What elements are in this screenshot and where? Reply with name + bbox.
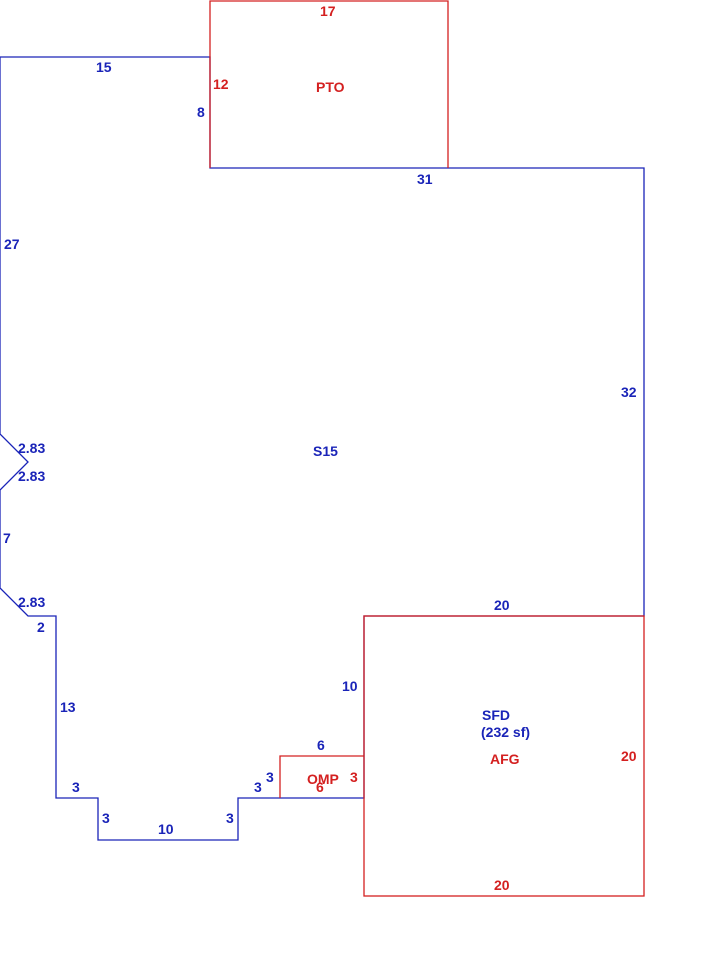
- main-area-size: (232 sf): [481, 724, 530, 740]
- dimension-label: 6: [316, 779, 324, 795]
- dimension-label: 32: [621, 384, 637, 400]
- dimension-label: 31: [417, 171, 433, 187]
- dimension-label: 7: [3, 530, 11, 546]
- dimension-label: 20: [621, 748, 637, 764]
- porch-outline: [279, 755, 364, 798]
- dimension-label: 6: [317, 737, 325, 753]
- dimension-label: 2.83: [18, 594, 45, 610]
- patio-code: PTO: [316, 79, 345, 95]
- dimension-label: 3: [226, 810, 234, 826]
- dimension-label: 3: [350, 769, 358, 785]
- porch-code: OMP: [307, 771, 339, 787]
- garage-code: AFG: [490, 751, 520, 767]
- dimension-label: 15: [96, 59, 112, 75]
- dimension-label: 10: [342, 678, 358, 694]
- dimension-label: 17: [320, 3, 336, 19]
- dimension-label: 2.83: [18, 440, 45, 456]
- dimension-label: 20: [494, 877, 510, 893]
- dimension-label: 8: [197, 104, 205, 120]
- dimension-label: 2: [37, 619, 45, 635]
- dimension-label: 3: [102, 810, 110, 826]
- patio-outline: [209, 0, 449, 168]
- main-area-name: SFD: [482, 707, 510, 723]
- dimension-label: 13: [60, 699, 76, 715]
- dimension-label: 10: [158, 821, 174, 837]
- dimension-label: 20: [494, 597, 510, 613]
- dimension-label: 27: [4, 236, 20, 252]
- main-building-outline: [0, 56, 645, 841]
- main-area-code: S15: [313, 443, 338, 459]
- dimension-label: 3: [266, 769, 274, 785]
- dimension-label: 3: [254, 779, 262, 795]
- dimension-label: 3: [72, 779, 80, 795]
- dimension-label: 12: [213, 76, 229, 92]
- dimension-label: 2.83: [18, 468, 45, 484]
